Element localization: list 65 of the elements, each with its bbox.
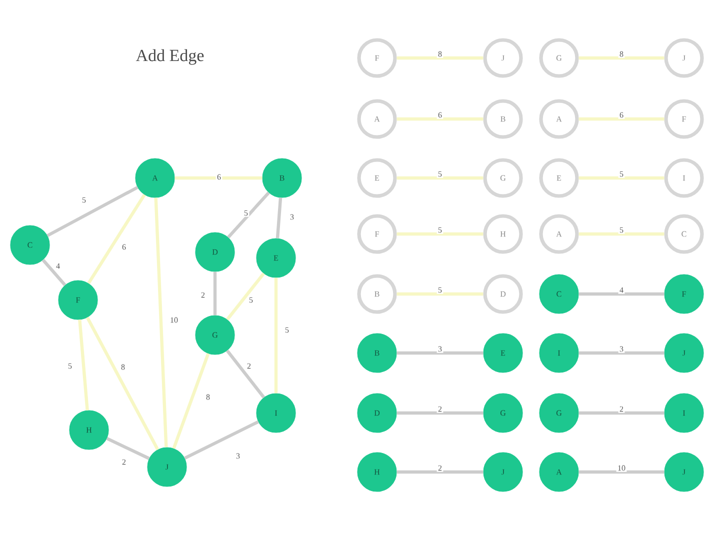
edge-label: 2 [436, 405, 444, 413]
edge-line [396, 292, 484, 296]
edge-line [86, 316, 160, 450]
edge-line [174, 176, 262, 180]
edge-line [578, 351, 664, 355]
edge-label: 6 [436, 111, 444, 119]
edge-label: 3 [288, 213, 296, 221]
edge-label: 8 [436, 50, 444, 58]
edge-line [78, 320, 89, 410]
edge-label: 6 [216, 173, 222, 181]
edge-label: 5 [618, 170, 625, 178]
edge-line [213, 272, 217, 316]
edge-line [396, 117, 484, 121]
edge-line [578, 292, 664, 296]
edge-label: 2 [618, 405, 625, 413]
edge-label: 5 [618, 226, 625, 234]
edge-label: 5 [242, 209, 250, 217]
edge-label: 6 [618, 111, 625, 119]
edge-label: 8 [120, 363, 126, 371]
edge-line [42, 258, 66, 286]
edge-label: 5 [436, 286, 444, 294]
edge-label: 6 [120, 243, 128, 251]
edge-label: 10 [616, 464, 627, 472]
edge-label: 5 [436, 170, 444, 178]
edge-line [274, 278, 278, 394]
edge-line [46, 186, 138, 238]
edge-line [396, 176, 484, 180]
edge-label: 3 [618, 345, 625, 353]
title: Add Edge [136, 49, 204, 65]
edge-label: 5 [248, 296, 254, 304]
edge-line [396, 470, 484, 474]
edge-line [396, 351, 484, 355]
edge-line [578, 117, 664, 121]
edge-line [87, 194, 146, 284]
edge-label: 4 [54, 262, 62, 270]
edge-line [227, 192, 270, 238]
edge-label: 3 [234, 452, 242, 460]
edge-line [578, 411, 664, 415]
edge-line [154, 198, 168, 448]
edge-label: 2 [120, 458, 128, 466]
edge-label: 4 [618, 286, 625, 294]
edge-line [396, 56, 484, 60]
edge-label: 2 [246, 362, 252, 370]
edge-label: 8 [204, 393, 212, 401]
edge-line [578, 232, 664, 236]
edge-label: 2 [436, 464, 444, 472]
edge-line [578, 176, 664, 180]
edge-label: 5 [436, 226, 444, 234]
edge-line [106, 437, 150, 460]
edge-line [226, 350, 266, 398]
edge-line [578, 56, 664, 60]
edge-label: 10 [168, 316, 180, 324]
edge-line [396, 232, 484, 236]
edge-label: 8 [618, 50, 625, 58]
edge-line [396, 411, 484, 415]
edge-label: 5 [284, 326, 290, 334]
edge-line [578, 470, 664, 474]
edge-line [172, 353, 210, 449]
edge-label: 5 [66, 362, 74, 370]
edge-line [226, 272, 265, 320]
edge-label: 3 [436, 345, 444, 353]
edge-label: 5 [80, 196, 88, 204]
edge-line [276, 198, 282, 238]
edge-label: 2 [200, 291, 206, 299]
edge-line [184, 420, 259, 460]
